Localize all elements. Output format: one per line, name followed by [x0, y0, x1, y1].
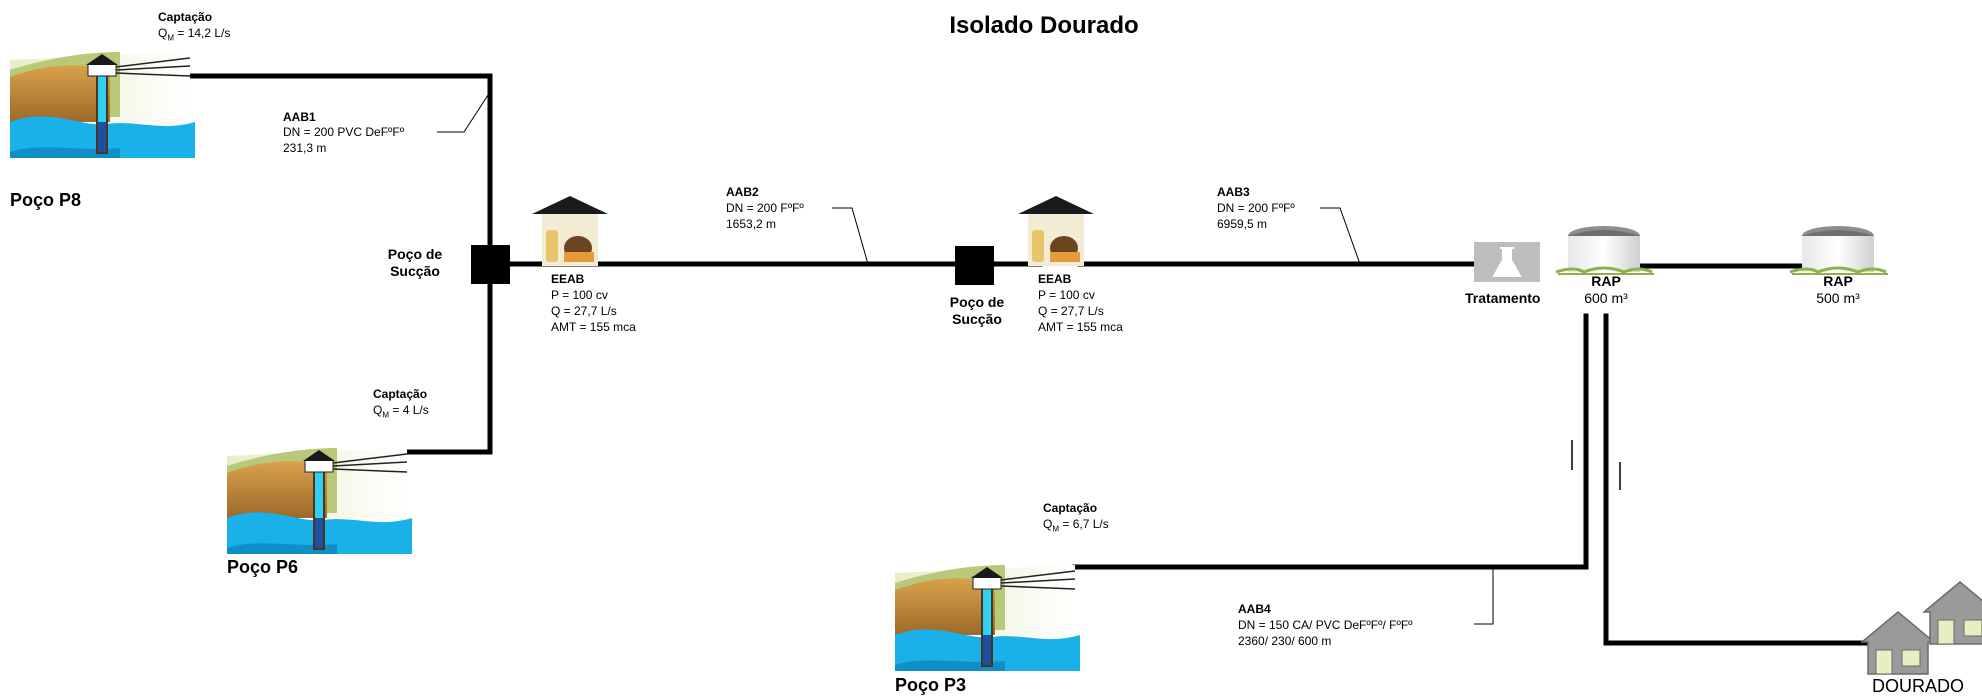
aab1-name: AAB1 [283, 110, 316, 124]
pipe-network [187, 73, 1877, 646]
pump-station-1-illustration [532, 196, 608, 266]
well-p3-name: Poço P3 [895, 675, 967, 695]
reservoir-500-name: RAP [1823, 273, 1853, 289]
aab2-name: AAB2 [726, 185, 759, 199]
aab1-dn: DN = 200 PVC DeFºFº [283, 125, 405, 139]
aab3-name: AAB3 [1217, 185, 1250, 199]
aab3-length: 6959,5 m [1217, 217, 1268, 231]
eeab1-power: P = 100 cv [551, 288, 608, 302]
captacao-p3-flow: QM = 6,7 L/s [1043, 517, 1109, 534]
pipe-distribution [1603, 313, 1877, 646]
eeab1-name: EEAB [551, 272, 585, 286]
eeab2-power: P = 100 cv [1038, 288, 1095, 302]
captacao-p8-label: Captação [158, 10, 213, 24]
house-icon [1861, 611, 1935, 675]
flask-icon [1474, 242, 1540, 282]
well-p6-name: Poço P6 [227, 557, 299, 577]
treatment-label: Tratamento [1465, 290, 1541, 306]
well-p8-name: Poço P8 [10, 190, 82, 210]
pump-station-2-illustration [1018, 196, 1094, 266]
captacao-p3-label: Captação [1043, 501, 1098, 515]
suction-well-2 [955, 246, 994, 285]
eeab2-head: AMT = 155 mca [1038, 320, 1123, 334]
city-label: DOURADO [1872, 676, 1965, 696]
leader-aab3 [1320, 207, 1361, 265]
flow-ticks [1571, 440, 1621, 490]
reservoir-500-volume: 500 m³ [1816, 290, 1860, 306]
suction-well-1 [471, 245, 510, 284]
aab1-length: 231,3 m [283, 141, 327, 155]
leader-aab1 [437, 91, 491, 133]
pipe-aab4 [1072, 313, 1589, 570]
reservoir-600-volume: 600 m³ [1584, 290, 1628, 306]
aab4-name: AAB4 [1238, 602, 1271, 616]
aab3-dn: DN = 200 FºFº [1217, 201, 1295, 215]
aab2-dn: DN = 200 FºFº [726, 201, 804, 215]
captacao-p8-flow: QM = 14,2 L/s [158, 26, 231, 43]
reservoir-600-name: RAP [1591, 273, 1621, 289]
eeab1-flow: Q = 27,7 L/s [551, 304, 617, 318]
leader-aab4 [1474, 567, 1494, 625]
label-leaders [437, 91, 1494, 625]
aab2-length: 1653,2 m [726, 217, 777, 231]
page-title: Isolado Dourado [949, 12, 1139, 39]
house-icon [1923, 581, 1982, 645]
aab4-dn: DN = 150 CA/ PVC DeFºFº/ FºFº [1238, 618, 1413, 632]
well-p6-illustration [226, 447, 413, 555]
eeab1-head: AMT = 155 mca [551, 320, 636, 334]
aab4-length: 2360/ 230/ 600 m [1238, 634, 1332, 648]
reservoir-600-illustration [1554, 224, 1656, 276]
leader-aab2 [832, 207, 869, 265]
captacao-p6-flow: QM = 4 L/s [373, 403, 429, 420]
captacao-p6-label: Captação [373, 387, 428, 401]
eeab2-name: EEAB [1038, 272, 1072, 286]
reservoir-500-illustration [1788, 224, 1890, 276]
well-p3-illustration [894, 564, 1081, 672]
well-p8-illustration [9, 51, 196, 159]
eeab2-flow: Q = 27,7 L/s [1038, 304, 1104, 318]
